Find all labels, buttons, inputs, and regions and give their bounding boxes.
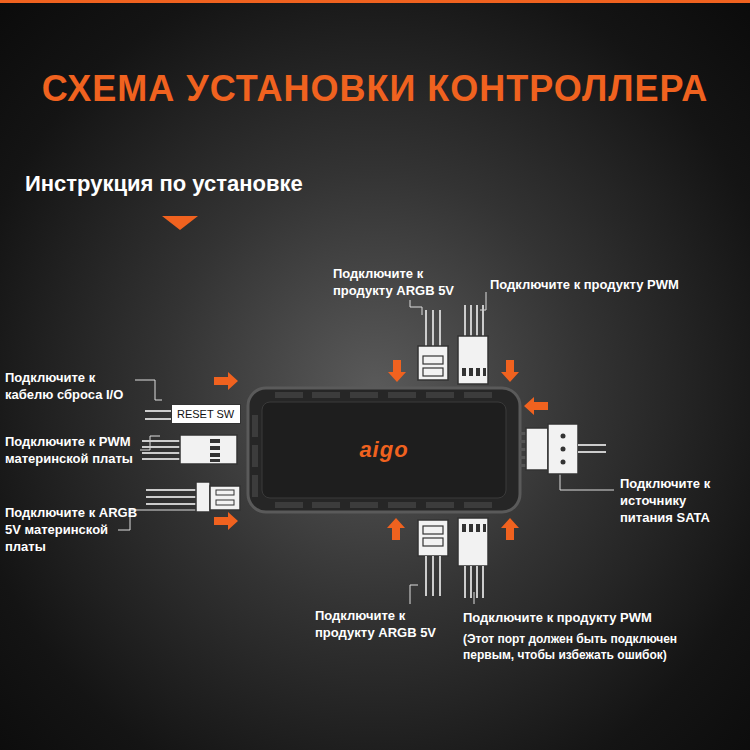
callout-label: Подключите к продукту PWM [463,610,733,627]
pwm-connector-top [458,305,488,384]
argb-connector-bottom [418,520,448,596]
note-text: (Этот порт должен быть подключен первым,… [463,632,713,663]
insert-arrows [214,360,548,540]
page-title: СХЕМА УСТАНОВКИ КОНТРОЛЛЕРА [0,68,750,110]
node-text: RESET SW [177,408,235,420]
pwm-connector-bottom [458,518,488,598]
callout-label: Подключите к ARGB 5V материнской платы [5,505,140,556]
pwm-connector-mb [142,435,237,464]
sata-connector [526,424,606,474]
subtitle: Инструкция по установке [25,170,445,199]
controller-panel [262,402,506,498]
port-slots [252,392,492,508]
callout-label: Подключите к источнику питания SATA [620,476,732,527]
controller-body [248,388,520,512]
reset-wires [145,411,172,419]
callout-label: Подключите к продукту ARGB 5V [315,608,455,642]
node-text: aigo [359,437,408,463]
argb-connector-mb [146,482,240,512]
reset-connector: RESET SW [171,404,241,424]
argb-connector-top [418,310,448,380]
callout-label: Подключите к PWM материнской платы [5,434,165,468]
top-bar [0,0,750,3]
pointer-triangle [162,216,198,230]
leader-lines [118,292,614,604]
callout-label: Подключите к продукту ARGB 5V [333,266,473,300]
controller-box: aigo [248,388,520,512]
callout-label: Подключите к продукту PWM [490,277,730,294]
callout-label: Подключите к кабелю сброса I/O [5,370,140,404]
sata-port-pins [520,432,526,467]
